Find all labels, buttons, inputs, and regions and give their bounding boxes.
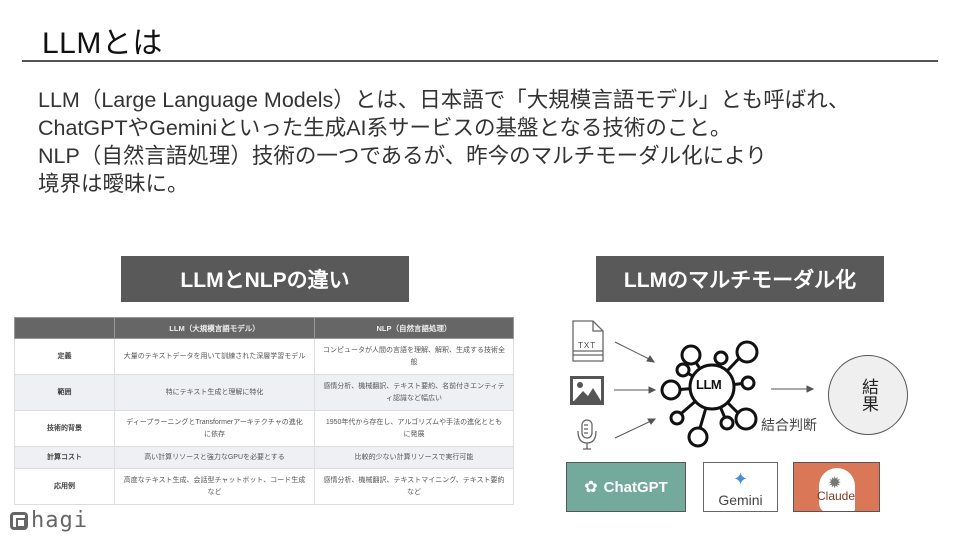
logo-text: hagi [31, 508, 88, 533]
nlp-cell: 1950年代から存在し、アルゴリズムや手法の進化とともに発展 [314, 410, 514, 447]
table-header-row: LLM（大規模言語モデル） NLP（自然言語処理） [14, 317, 514, 339]
claude-burst-icon: ✹ [828, 475, 842, 492]
table-row: 範囲 特にテキスト生成と理解に特化 感情分析、機械翻訳、テキスト要約、名前付きエ… [14, 374, 514, 411]
hagi-logo: hagi [10, 508, 88, 533]
llm-cell: ディープラーニングとTransformerアーキテクチャの進化に依存 [114, 410, 315, 447]
claude-logo: ✹ Claude [793, 462, 880, 512]
gemini-sparkle-icon: ✦ [732, 469, 749, 489]
input-arrows [614, 341, 815, 439]
llm-cell: 大量のテキストデータを用いて訓練された深層学習モデル [114, 338, 315, 375]
intro-line-3: NLP（自然言語処理）技術の一つであるが、昨今のマルチモーダル化により [38, 144, 767, 168]
chatgpt-logo: ✿ ChatGPT [566, 462, 686, 512]
comparison-table: LLM（大規模言語モデル） NLP（自然言語処理） 定義 大量のテキストデータを… [14, 317, 514, 505]
llm-cell: 特にテキスト生成と理解に特化 [114, 374, 315, 411]
nlp-cell: 感情分析、機械翻訳、テキスト要約、名前付きエンティティ認識など幅広い [314, 374, 514, 411]
gemini-logo: ✦ Gemini [703, 462, 778, 512]
intro-line-1: LLM（Large Language Models）とは、日本語で「大規模言語モ… [38, 88, 850, 112]
logo-mark-icon [10, 511, 28, 530]
intro-line-2: ChatGPTやGeminiといった生成AI系サービスの基盤となる技術のこと。 [38, 116, 732, 140]
nlp-cell: 感情分析、機械翻訳、テキストマイニング、テキスト要約など [314, 468, 514, 505]
head-silhouette-icon [819, 468, 855, 511]
column-header-llm: LLM（大規模言語モデル） [114, 317, 315, 339]
llm-core-label: LLM [696, 377, 722, 392]
combine-judgment-label: 結合判断 [761, 417, 817, 433]
intro-line-4: 境界は曖昧に。 [38, 172, 189, 196]
multimodal-diagram: TXT LLM 結合判断 結果 [555, 315, 915, 455]
llm-vs-nlp-header: LLMとNLPの違い [121, 256, 409, 302]
diagram-graphics [570, 320, 815, 450]
row-label: 技術的背景 [14, 410, 115, 447]
column-header-empty [14, 317, 115, 339]
text-file-icon [572, 320, 604, 362]
slide-title: LLMとは [42, 27, 163, 60]
llm-network-icon [660, 340, 759, 448]
llm-cell: 高度なテキスト生成、会話型チャットボット、コード生成など [114, 468, 315, 505]
column-header-nlp: NLP（自然言語処理） [314, 317, 514, 339]
table-row: 技術的背景 ディープラーニングとTransformerアーキテクチャの進化に依存… [14, 410, 514, 447]
openai-icon: ✿ [584, 479, 598, 496]
row-label: 応用例 [14, 468, 115, 505]
row-label: 定義 [14, 338, 115, 375]
image-icon [570, 376, 604, 405]
row-label: 範囲 [14, 374, 115, 411]
table-row: 応用例 高度なテキスト生成、会話型チャットボット、コード生成など 感情分析、機械… [14, 468, 514, 505]
nlp-cell: 比較的少ない計算リソースで実行可能 [314, 446, 514, 469]
chatgpt-label: ChatGPT [603, 478, 668, 496]
title-divider [22, 60, 938, 62]
gemini-label: Gemini [718, 492, 763, 508]
intro-text: LLM（Large Language Models）とは、日本語で「大規模言語モ… [38, 86, 849, 198]
result-circle: 結果 [828, 355, 908, 435]
txt-file-label: TXT [578, 341, 597, 350]
table-row: 定義 大量のテキストデータを用いて訓練された深層学習モデル コンピュータが人間の… [14, 338, 514, 375]
claude-label: Claude [817, 489, 856, 503]
multimodal-header: LLMのマルチモーダル化 [596, 256, 884, 302]
llm-cell: 高い計算リソースと強力なGPUを必要とする [114, 446, 315, 469]
table-row: 計算コスト 高い計算リソースと強力なGPUを必要とする 比較的少ない計算リソース… [14, 446, 514, 469]
nlp-cell: コンピュータが人間の言語を理解、解釈、生成する技術全般 [314, 338, 514, 375]
microphone-icon [577, 419, 597, 450]
row-label: 計算コスト [14, 446, 115, 469]
